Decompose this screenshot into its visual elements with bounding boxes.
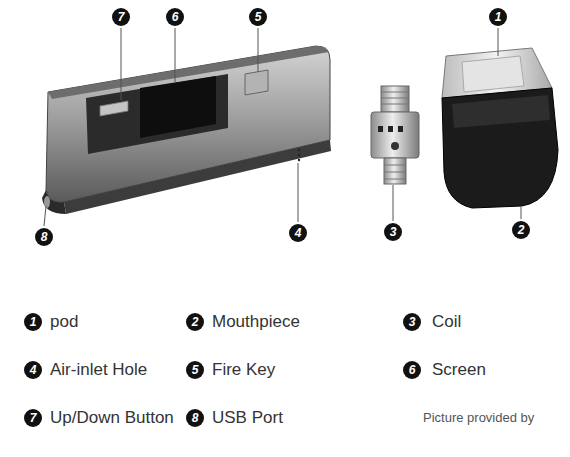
callout-number: 3: [403, 313, 421, 331]
callout-number: 8: [35, 228, 53, 246]
part-name: Air-inlet Hole: [50, 360, 147, 380]
pod: [442, 48, 558, 208]
callout-text: 5: [255, 11, 262, 23]
callout-text: 7: [118, 11, 125, 23]
callout-text: 1: [30, 316, 37, 328]
callout-text: 4: [295, 227, 302, 239]
callout-number: 4: [289, 224, 307, 242]
callout-text: 2: [192, 316, 199, 328]
part-name: USB Port: [212, 408, 283, 428]
leader-lines: [44, 28, 521, 226]
callout-number: 7: [112, 8, 130, 26]
callout-text: 6: [172, 11, 179, 23]
callout-number: 2: [512, 221, 530, 239]
part-name: pod: [50, 312, 78, 332]
part-name: Coil: [432, 312, 461, 332]
callout-text: 8: [192, 412, 199, 424]
part-name: Fire Key: [212, 360, 275, 380]
up-down-button: [100, 101, 128, 116]
part-name: Mouthpiece: [212, 312, 300, 332]
callout-text: 6: [409, 364, 416, 376]
callout-text: 3: [409, 316, 416, 328]
callout-text: 1: [495, 11, 502, 23]
callout-text: 4: [30, 364, 37, 376]
callout-number: 2: [186, 313, 204, 331]
callout-text: 2: [518, 224, 525, 236]
callout-number: 1: [489, 8, 507, 26]
callout-text: 5: [192, 364, 199, 376]
device-body: [42, 46, 331, 214]
credit-note: Picture provided by: [423, 410, 534, 426]
callout-number: 8: [186, 409, 204, 427]
callout-number: 1: [24, 313, 42, 331]
callout-number: 5: [249, 8, 267, 26]
callout-text: 7: [30, 412, 37, 424]
coil: [371, 86, 419, 184]
callout-number: 6: [403, 361, 421, 379]
callout-number: 4: [24, 361, 42, 379]
callout-number: 7: [24, 409, 42, 427]
callout-text: 8: [41, 231, 48, 243]
callout-number: 6: [166, 8, 184, 26]
fire-key: [245, 70, 268, 95]
part-name: Screen: [432, 360, 486, 380]
part-name: Up/Down Button: [50, 408, 174, 428]
callout-number: 3: [384, 223, 402, 241]
callout-number: 5: [186, 361, 204, 379]
callout-text: 3: [390, 226, 397, 238]
screen: [140, 76, 216, 138]
